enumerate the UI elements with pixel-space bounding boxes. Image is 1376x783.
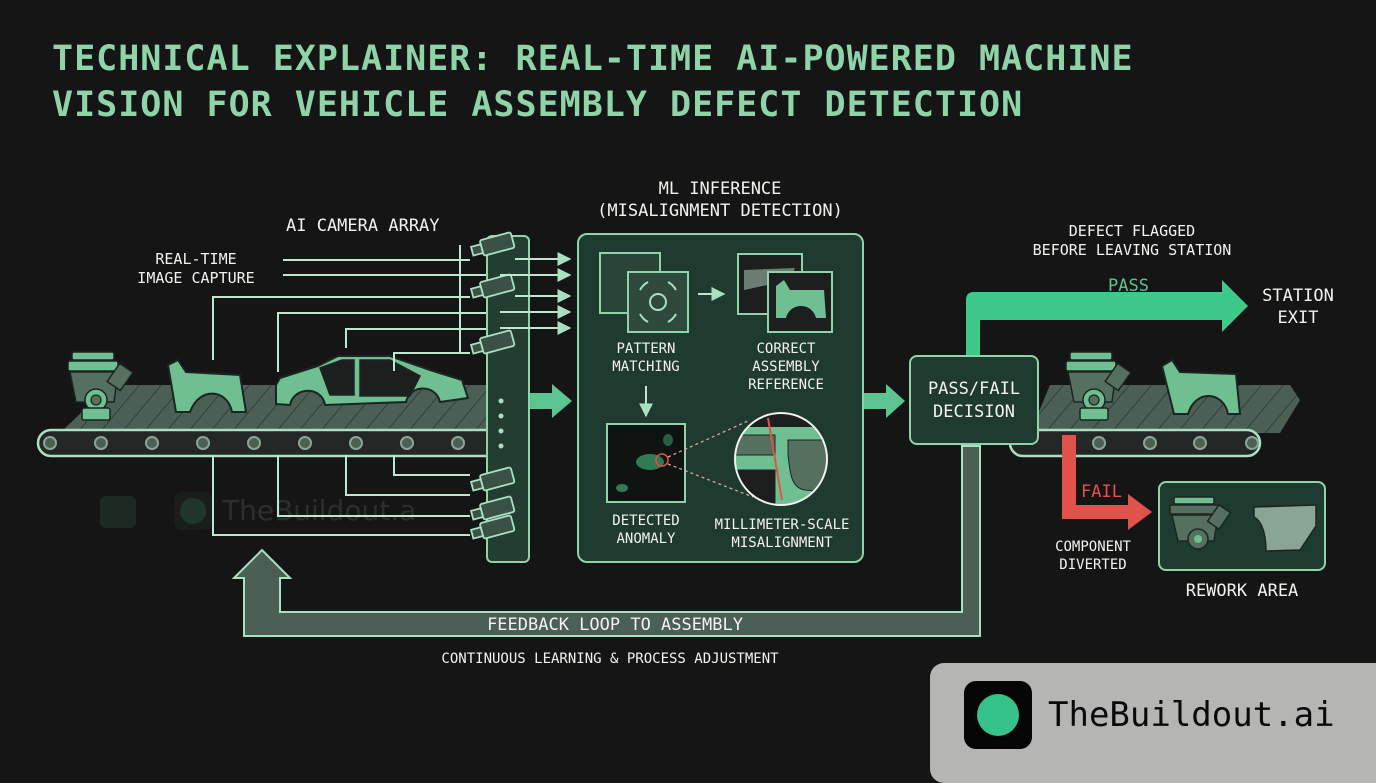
pass-fail-decision-box bbox=[909, 355, 1039, 445]
decision-line-1: PASS/FAIL bbox=[927, 379, 1021, 399]
decision-line-2: DECISION bbox=[933, 402, 1015, 422]
zoom-connector-lines bbox=[667, 420, 754, 498]
exit-line-2: EXIT bbox=[1277, 308, 1319, 328]
realtime-capture-label: REAL-TIME IMAGE CAPTURE bbox=[128, 250, 264, 288]
exit-line-1: STATION bbox=[1262, 286, 1334, 306]
assembly-reference-label: CORRECT ASSEMBLY REFERENCE bbox=[736, 340, 836, 394]
anomaly-heatmap-icon bbox=[606, 423, 686, 503]
realtime-line-1: REAL-TIME bbox=[155, 250, 237, 268]
decision-label: PASS/FAIL DECISION bbox=[910, 378, 1038, 424]
component-diverted-label: COMPONENT DIVERTED bbox=[1040, 538, 1146, 574]
camera-array-label: AI CAMERA ARRAY bbox=[286, 216, 440, 236]
page-title: TECHNICAL EXPLAINER: REAL-TIME AI-POWERE… bbox=[52, 36, 1134, 128]
capture-lines bbox=[212, 245, 490, 536]
right-conveyor bbox=[1008, 385, 1300, 458]
diverted-line-2: DIVERTED bbox=[1059, 557, 1127, 573]
car-body-icon bbox=[275, 355, 470, 407]
anomaly-line-1: DETECTED bbox=[612, 513, 680, 529]
ghost-logo-icon bbox=[174, 492, 212, 530]
misalignment-zoom-icon bbox=[734, 412, 828, 506]
misalign-line-1: MILLIMETER-SCALE bbox=[714, 517, 850, 533]
engine-icon-right bbox=[1065, 351, 1132, 421]
rework-engine-icon bbox=[1169, 496, 1232, 550]
fail-label: FAIL bbox=[1081, 482, 1122, 502]
engine-icon bbox=[67, 351, 134, 421]
misalignment-label: MILLIMETER-SCALE MISALIGNMENT bbox=[702, 516, 862, 552]
station-exit-label: STATION EXIT bbox=[1250, 285, 1346, 329]
rework-area-label: REWORK AREA bbox=[1185, 581, 1299, 601]
camera-icons bbox=[469, 231, 516, 540]
pattern-matching-icon bbox=[599, 252, 689, 333]
ghost-watermark: TheBuildout.a bbox=[100, 492, 480, 532]
ml-heading-line-1: ML INFERENCE bbox=[658, 179, 782, 199]
ml-inference-heading: ML INFERENCE (MISALIGNMENT DETECTION) bbox=[580, 178, 860, 222]
flag-line-1: DEFECT FLAGGED bbox=[1068, 222, 1196, 240]
flow-arrow-to-ml bbox=[530, 384, 572, 418]
fender-icon bbox=[166, 358, 248, 413]
ghost-watermark-text: TheBuildout.a bbox=[222, 494, 417, 527]
data-arrows bbox=[500, 252, 572, 335]
flow-arrow-to-decision bbox=[864, 384, 905, 418]
fail-arrow bbox=[1062, 435, 1152, 530]
title-line-2: VISION FOR VEHICLE ASSEMBLY DEFECT DETEC… bbox=[52, 85, 1024, 125]
brand-logo-icon bbox=[964, 681, 1032, 749]
detected-anomaly-label: DETECTED ANOMALY bbox=[598, 512, 694, 548]
title-line-1: TECHNICAL EXPLAINER: REAL-TIME AI-POWERE… bbox=[52, 39, 1134, 79]
fender-icon-right bbox=[1160, 358, 1242, 415]
pass-arrow bbox=[966, 280, 1248, 360]
ghost-icon-square bbox=[100, 496, 136, 528]
brand-name: TheBuildout.ai bbox=[1048, 695, 1335, 735]
pass-label: PASS bbox=[1108, 276, 1149, 296]
feedback-subtitle: CONTINUOUS LEARNING & PROCESS ADJUSTMENT bbox=[441, 651, 779, 667]
flag-line-2: BEFORE LEAVING STATION bbox=[1032, 241, 1232, 259]
reference-line-3: REFERENCE bbox=[748, 377, 824, 393]
anomaly-line-2: ANOMALY bbox=[616, 531, 676, 547]
ml-heading-line-2: (MISALIGNMENT DETECTION) bbox=[597, 201, 843, 221]
rework-fender-icon bbox=[1253, 504, 1317, 552]
pattern-line-2: MATCHING bbox=[612, 359, 680, 375]
pattern-matching-label: PATTERN MATCHING bbox=[598, 340, 694, 376]
diverted-line-1: COMPONENT bbox=[1055, 539, 1131, 555]
reference-line-2: ASSEMBLY bbox=[752, 359, 820, 375]
defect-flagged-label: DEFECT FLAGGED BEFORE LEAVING STATION bbox=[1012, 222, 1252, 260]
pattern-line-1: PATTERN bbox=[616, 341, 676, 357]
feedback-loop-arrow bbox=[231, 445, 981, 637]
assembly-reference-icon bbox=[737, 253, 833, 333]
realtime-line-2: IMAGE CAPTURE bbox=[137, 269, 255, 287]
rack-dots bbox=[498, 398, 504, 449]
misalign-line-2: MISALIGNMENT bbox=[731, 535, 833, 551]
feedback-loop-label: FEEDBACK LOOP TO ASSEMBLY bbox=[487, 615, 743, 635]
reference-line-1: CORRECT bbox=[756, 341, 816, 357]
brand-badge[interactable]: TheBuildout.ai bbox=[930, 663, 1376, 783]
